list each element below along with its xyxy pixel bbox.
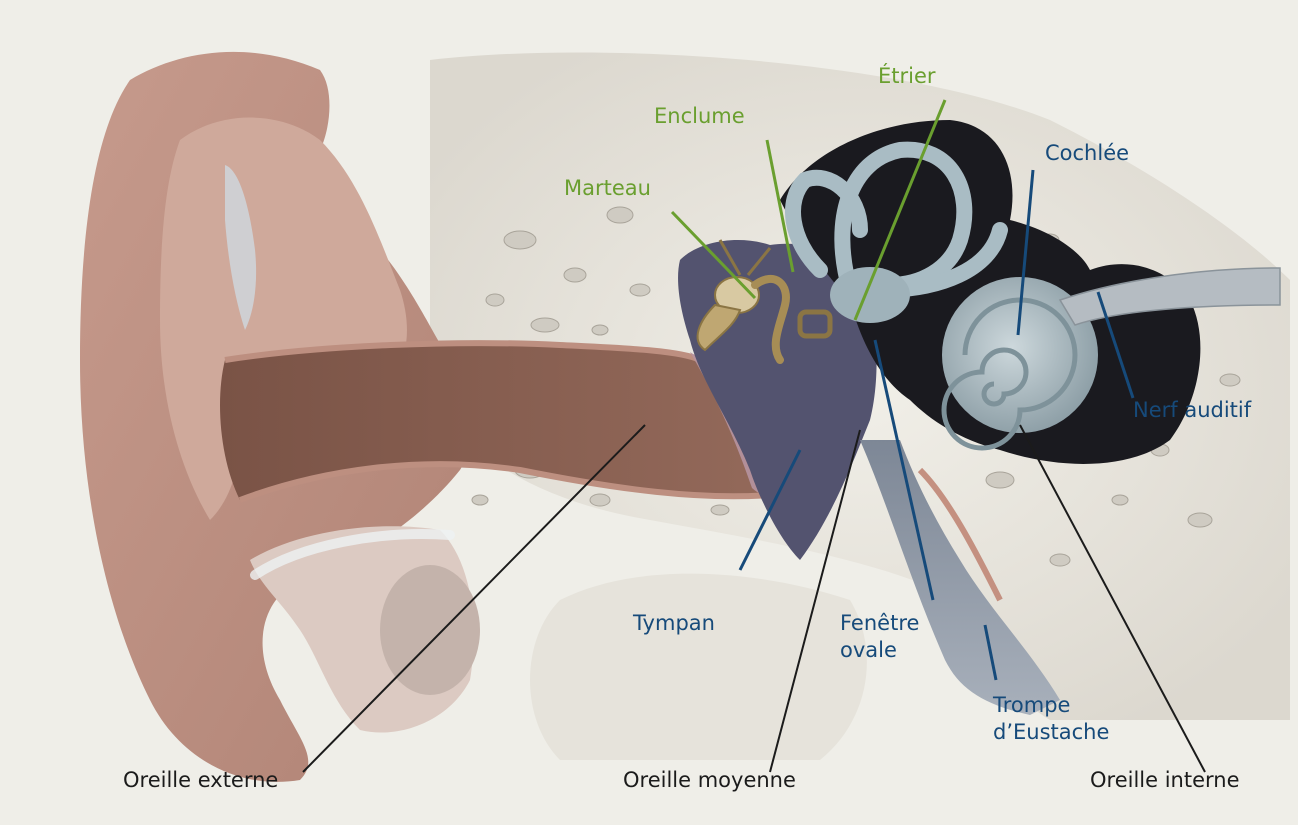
label-oreille-moyenne: Oreille moyenne xyxy=(623,767,796,794)
label-nerf-auditif: Nerf auditif xyxy=(1133,397,1251,424)
label-trompe-eustache: Trompe d’Eustache xyxy=(993,692,1109,746)
label-oreille-externe: Oreille externe xyxy=(123,767,278,794)
label-oreille-interne: Oreille interne xyxy=(1090,767,1240,794)
label-cochlee: Cochlée xyxy=(1045,140,1129,167)
label-fenetre-ovale: Fenêtre ovale xyxy=(840,610,919,664)
ear-canal xyxy=(220,343,770,500)
label-marteau: Marteau xyxy=(564,175,651,202)
vestibule xyxy=(830,267,910,323)
label-enclume: Enclume xyxy=(654,103,745,130)
label-etrier: Étrier xyxy=(878,63,936,90)
label-tympan: Tympan xyxy=(633,610,715,637)
